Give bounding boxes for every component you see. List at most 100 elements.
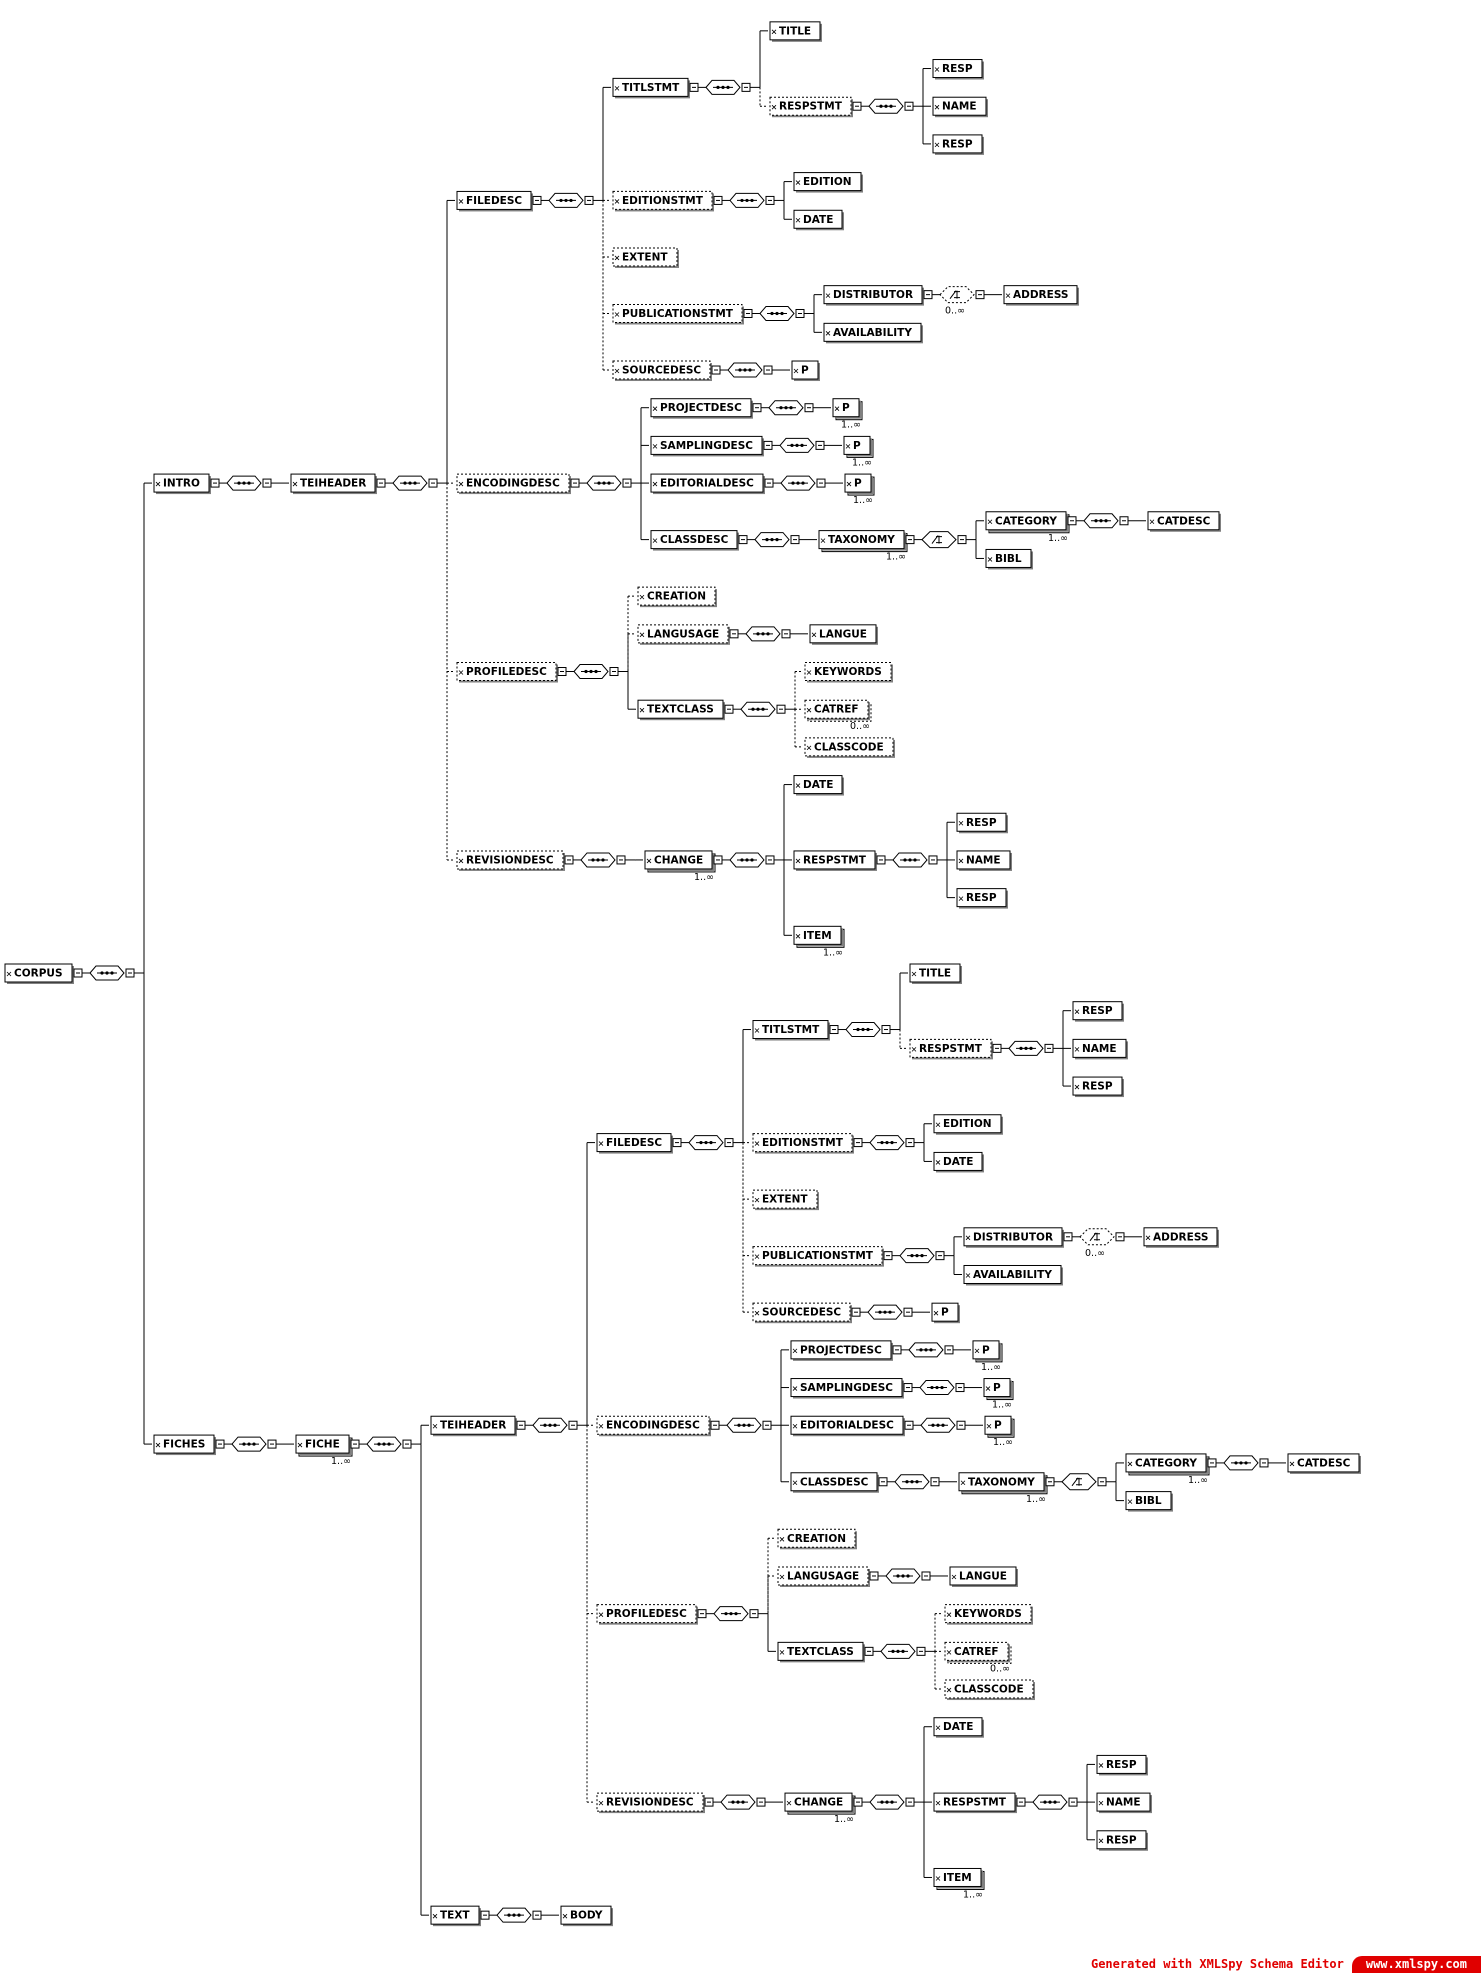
- element-filedesc-3[interactable]: FILEDESC: [456, 190, 542, 212]
- element-availability-17[interactable]: AVAILABILITY: [823, 322, 923, 344]
- element-date-42[interactable]: DATE: [793, 775, 844, 796]
- element-publicationstmt-14[interactable]: PUBLICATIONSTMT: [612, 303, 753, 325]
- element-respstmt-91[interactable]: RESPSTMT: [933, 1792, 1026, 1814]
- sequence-compositor-icon: [722, 192, 775, 208]
- element-p-70[interactable]: P1..∞: [972, 1340, 1003, 1373]
- element-editorialdesc-73[interactable]: EDITORIALDESC: [790, 1415, 914, 1437]
- element-keywords-37[interactable]: KEYWORDS: [804, 662, 893, 683]
- element-name-56[interactable]: NAME: [1072, 1038, 1128, 1060]
- element-address-16[interactable]: ADDRESS: [1003, 285, 1079, 306]
- element-samplingdesc-23[interactable]: SAMPLINGDESC: [650, 435, 773, 457]
- element-classcode-39[interactable]: CLASSCODE: [804, 737, 895, 758]
- element-p-72[interactable]: P1..∞: [983, 1378, 1014, 1411]
- element-sourcedesc-66[interactable]: SOURCEDESC: [752, 1302, 861, 1324]
- element-resp-7[interactable]: RESP: [932, 59, 984, 80]
- element-distributor-63[interactable]: DISTRIBUTOR: [963, 1227, 1073, 1248]
- element-textclass-36[interactable]: TEXTCLASS: [637, 699, 734, 721]
- element-revisiondesc-40[interactable]: REVISIONDESC: [456, 850, 574, 871]
- element-encodingdesc-20[interactable]: ENCODINGDESC: [456, 473, 580, 495]
- element-p-19[interactable]: P: [791, 360, 820, 382]
- element-date-90[interactable]: DATE: [933, 1717, 984, 1738]
- element-textclass-84[interactable]: TEXTCLASS: [777, 1641, 874, 1663]
- element-p-67[interactable]: P: [931, 1302, 960, 1324]
- element-distributor-15[interactable]: DISTRIBUTOR: [823, 285, 933, 306]
- element-profiledesc-32[interactable]: PROFILEDESC: [456, 662, 567, 683]
- element-bibl-79[interactable]: BIBL: [1125, 1491, 1173, 1512]
- element-resp-9[interactable]: RESP: [932, 134, 984, 155]
- element-corpus-0[interactable]: CORPUS: [4, 963, 83, 984]
- element-p-74[interactable]: P1..∞: [984, 1415, 1015, 1448]
- element-address-64[interactable]: ADDRESS: [1143, 1227, 1219, 1248]
- element-catdesc-78[interactable]: CATDESC: [1287, 1453, 1361, 1474]
- element-editionstmt-10[interactable]: EDITIONSTMT: [612, 190, 723, 212]
- element-langusage-82[interactable]: LANGUSAGE: [777, 1566, 879, 1587]
- element-p-24[interactable]: P1..∞: [843, 435, 874, 468]
- element-name-8[interactable]: NAME: [932, 96, 988, 118]
- element-keywords-85[interactable]: KEYWORDS: [944, 1604, 1033, 1625]
- element-revisiondesc-88[interactable]: REVISIONDESC: [596, 1792, 714, 1814]
- element-title-53[interactable]: TITLE: [909, 963, 962, 984]
- element-classcode-87[interactable]: CLASSCODE: [944, 1679, 1035, 1701]
- element-filedesc-51[interactable]: FILEDESC: [596, 1133, 682, 1154]
- element-respstmt-43[interactable]: RESPSTMT: [793, 850, 886, 871]
- element-resp-92[interactable]: RESP: [1096, 1754, 1148, 1776]
- element-classdesc-75[interactable]: CLASSDESC: [790, 1472, 888, 1493]
- element-teiheader-50[interactable]: TEIHEADER: [430, 1415, 526, 1437]
- element-date-12[interactable]: DATE: [793, 209, 844, 231]
- element-resp-55[interactable]: RESP: [1072, 1001, 1124, 1022]
- element-extent-61[interactable]: EXTENT: [752, 1189, 819, 1211]
- element-fiches-48[interactable]: FICHES: [153, 1434, 225, 1456]
- element-creation-33[interactable]: CREATION: [637, 586, 717, 608]
- element-p-26[interactable]: P1..∞: [844, 473, 875, 506]
- element-title-5[interactable]: TITLE: [769, 21, 822, 42]
- element-teiheader-2[interactable]: TEIHEADER: [290, 473, 386, 495]
- element-resp-94[interactable]: RESP: [1096, 1830, 1148, 1851]
- element-name-93[interactable]: NAME: [1096, 1792, 1152, 1814]
- element-sourcedesc-18[interactable]: SOURCEDESC: [612, 360, 721, 382]
- element-projectdesc-69[interactable]: PROJECTDESC: [790, 1340, 902, 1361]
- element-availability-65[interactable]: AVAILABILITY: [963, 1264, 1063, 1286]
- element-titlstmt-4[interactable]: TITLSTMT: [612, 77, 699, 99]
- element-intro-1[interactable]: INTRO: [153, 473, 220, 495]
- element-resp-46[interactable]: RESP: [956, 888, 1008, 909]
- element-date-60[interactable]: DATE: [933, 1151, 984, 1173]
- element-publicationstmt-62[interactable]: PUBLICATIONSTMT: [752, 1246, 893, 1267]
- element-profiledesc-80[interactable]: PROFILEDESC: [596, 1604, 707, 1625]
- element-projectdesc-21[interactable]: PROJECTDESC: [650, 398, 762, 419]
- element-body-97[interactable]: BODY: [560, 1905, 613, 1927]
- element-respstmt-54[interactable]: RESPSTMT: [909, 1038, 1002, 1060]
- element-langusage-34[interactable]: LANGUSAGE: [637, 624, 739, 645]
- element-langue-35[interactable]: LANGUE: [809, 624, 878, 645]
- element-samplingdesc-71[interactable]: SAMPLINGDESC: [790, 1378, 913, 1399]
- element-encodingdesc-68[interactable]: ENCODINGDESC: [596, 1415, 720, 1437]
- element-edition-11[interactable]: EDITION: [793, 172, 863, 193]
- element-extent-13[interactable]: EXTENT: [612, 247, 679, 268]
- element-name-45[interactable]: NAME: [956, 850, 1012, 871]
- element-editionstmt-58[interactable]: EDITIONSTMT: [752, 1133, 863, 1154]
- element-creation-81[interactable]: CREATION: [777, 1528, 857, 1550]
- element-respstmt-6[interactable]: RESPSTMT: [769, 96, 862, 118]
- xmlspy-site-link[interactable]: www.xmlspy.com: [1351, 1955, 1481, 1973]
- element-langue-83[interactable]: LANGUE: [949, 1566, 1018, 1587]
- element-classdesc-27[interactable]: CLASSDESC: [650, 530, 748, 551]
- element-titlstmt-52[interactable]: TITLSTMT: [752, 1020, 839, 1041]
- element-p-22[interactable]: P1..∞: [832, 398, 863, 431]
- element-edition-59[interactable]: EDITION: [933, 1114, 1003, 1135]
- element-resp-57[interactable]: RESP: [1072, 1076, 1124, 1098]
- element-editorialdesc-25[interactable]: EDITORIALDESC: [650, 473, 774, 495]
- element-resp-44[interactable]: RESP: [956, 812, 1008, 834]
- element-text-96[interactable]: TEXT: [430, 1905, 490, 1927]
- element-bibl-31[interactable]: BIBL: [985, 548, 1033, 570]
- element-catdesc-30[interactable]: CATDESC: [1147, 511, 1221, 532]
